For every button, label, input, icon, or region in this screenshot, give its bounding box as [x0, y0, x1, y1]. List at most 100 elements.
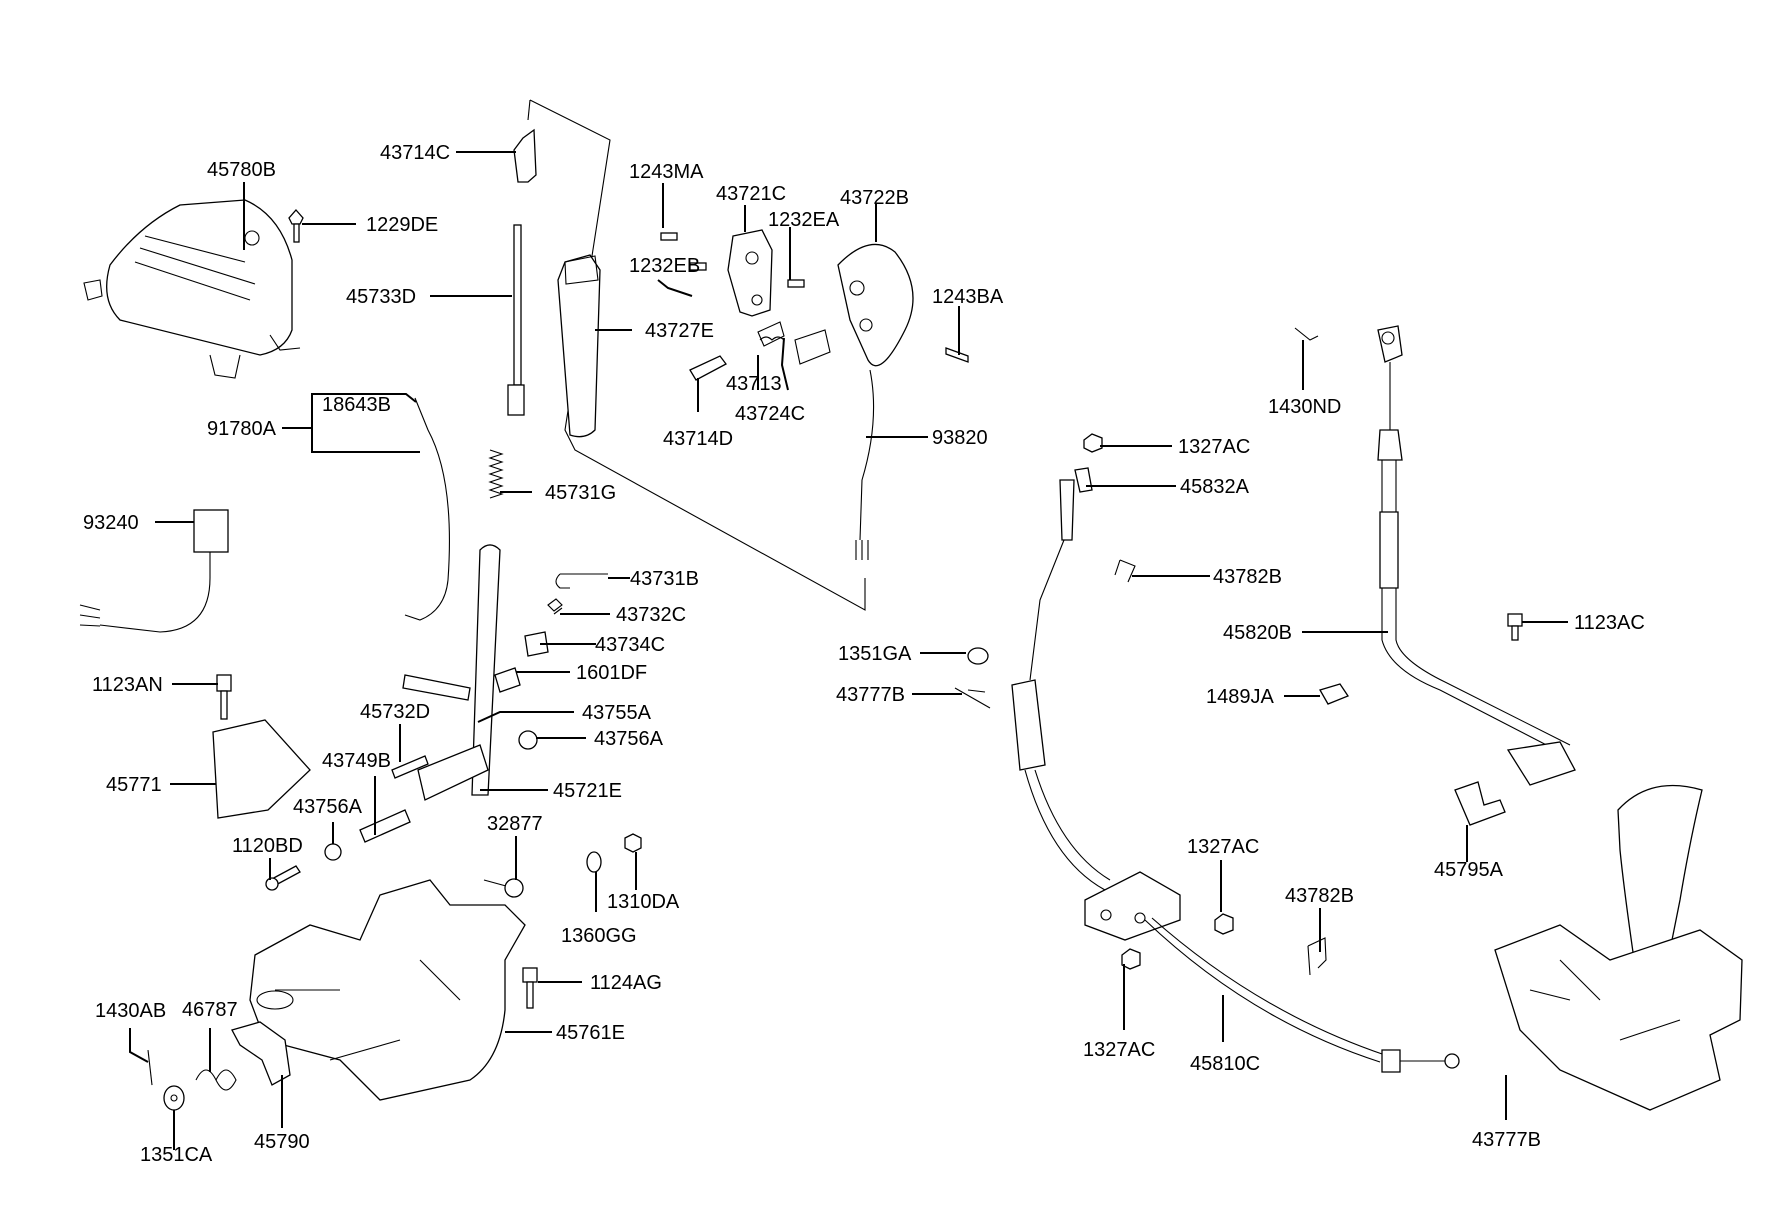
- lever-45721e-part: [402, 544, 501, 801]
- base-45761e-part: [249, 879, 526, 1101]
- bottom-left-small-parts: [147, 1021, 291, 1111]
- callout-label[interactable]: 43756A: [594, 728, 664, 750]
- callout-label[interactable]: 1351GA: [838, 643, 912, 665]
- callout-label[interactable]: 43732C: [616, 604, 686, 626]
- callout-label[interactable]: 45810C: [1190, 1053, 1260, 1075]
- callout-label[interactable]: 43734C: [595, 634, 665, 656]
- callout-label[interactable]: 1232EA: [768, 209, 840, 231]
- callout-label[interactable]: 1124AG: [590, 972, 662, 994]
- callout-label[interactable]: 45790: [254, 1131, 310, 1153]
- callout-label[interactable]: 1430AB: [95, 1000, 166, 1022]
- callout-label[interactable]: 43721C: [716, 183, 786, 205]
- callout-label[interactable]: 1243BA: [932, 286, 1004, 308]
- callout-label[interactable]: 1123AC: [1574, 612, 1645, 634]
- callout-label[interactable]: 43749B: [322, 750, 391, 772]
- callout-label[interactable]: 1120BD: [232, 835, 303, 857]
- callout-label[interactable]: 1327AC: [1083, 1039, 1155, 1061]
- callout-label[interactable]: 43782B: [1213, 566, 1282, 588]
- bolt-1123an-part: [216, 674, 232, 720]
- callout-label[interactable]: 43714D: [663, 428, 733, 450]
- callout-label[interactable]: 45832A: [1180, 476, 1250, 498]
- nut-1327ac-top-part: [1083, 433, 1103, 453]
- part-32877: [483, 878, 524, 898]
- bracket-45795a-part: [1454, 781, 1506, 826]
- lever-small-parts: [324, 573, 608, 861]
- rod-45733d-part: [507, 224, 525, 416]
- harness-93820-part: [855, 369, 875, 560]
- callout-label[interactable]: 43782B: [1285, 885, 1354, 907]
- nut-1327ac-mid-part: [1214, 913, 1234, 935]
- console-cover-part: [83, 199, 301, 379]
- knob-43722b-part: [837, 243, 914, 367]
- sleeve-43727e-part: [557, 254, 601, 438]
- callout-label[interactable]: 93820: [932, 427, 988, 449]
- screw-1243ba-part: [945, 347, 969, 363]
- nut-1351ga-part: [967, 647, 989, 665]
- callout-label[interactable]: 43713: [726, 373, 782, 395]
- callout-label[interactable]: 45795A: [1434, 859, 1504, 881]
- callout-label[interactable]: 93240: [83, 512, 139, 534]
- callout-label[interactable]: 1123AN: [92, 674, 163, 696]
- callout-label[interactable]: 1229DE: [366, 214, 438, 236]
- callout-label[interactable]: 1243MA: [629, 161, 704, 183]
- clip-43782b-lower-part: [1307, 937, 1327, 976]
- bolt-1124ag-part: [522, 967, 538, 1009]
- nut-1327ac-bottom-part: [1121, 948, 1141, 970]
- cable-45820b-part: [1377, 325, 1576, 786]
- callout-label[interactable]: 45771: [106, 774, 162, 796]
- callout-label[interactable]: 43777B: [1472, 1129, 1541, 1151]
- callout-label[interactable]: 1351CA: [140, 1144, 213, 1166]
- callout-label[interactable]: 1327AC: [1187, 836, 1259, 858]
- nut-1310da-part: [624, 833, 642, 853]
- clip-1489ja-part: [1319, 683, 1349, 705]
- callout-label[interactable]: 1360GG: [561, 925, 637, 947]
- clip-1229de-part: [288, 209, 304, 243]
- callout-label[interactable]: 43755A: [582, 702, 652, 724]
- callout-label[interactable]: 1601DF: [576, 662, 647, 684]
- clip-43777b-part: [954, 687, 991, 709]
- callout-label[interactable]: 18643B: [322, 394, 391, 416]
- knob-internals-part: [689, 321, 831, 381]
- callout-label[interactable]: 1232EB: [629, 255, 700, 277]
- assembly-guide-lines: [527, 99, 866, 611]
- callout-label[interactable]: 1327AC: [1178, 436, 1250, 458]
- callout-label[interactable]: 45733D: [346, 286, 416, 308]
- plate-43721c-part: [727, 229, 773, 317]
- callout-label[interactable]: 43727E: [645, 320, 714, 342]
- callout-label[interactable]: 43714C: [380, 142, 450, 164]
- callout-label[interactable]: 1310DA: [607, 891, 680, 913]
- callout-label[interactable]: 43724C: [735, 403, 805, 425]
- spring-45731g-part: [488, 449, 504, 499]
- callout-label[interactable]: 45732D: [360, 701, 430, 723]
- callout-label[interactable]: 46787: [182, 999, 238, 1021]
- callout-label[interactable]: 45731G: [545, 482, 616, 504]
- screws-group-part: [660, 232, 805, 288]
- clip-43782b-part: [1114, 559, 1136, 583]
- callout-label[interactable]: 45820B: [1223, 622, 1292, 644]
- bolt-1123ac-part: [1507, 613, 1523, 641]
- bracket-45771-part: [212, 719, 311, 819]
- part-shapes: [79, 99, 1743, 1111]
- callout-label[interactable]: 43731B: [630, 568, 699, 590]
- callout-label[interactable]: 1489JA: [1206, 686, 1274, 708]
- callout-label[interactable]: 43777B: [836, 684, 905, 706]
- callout-label[interactable]: 45721E: [553, 780, 622, 802]
- washer-1360gg-part: [586, 851, 602, 873]
- cap-43714c-part: [513, 128, 537, 183]
- callout-label[interactable]: 43722B: [840, 187, 909, 209]
- callout-label[interactable]: 91780A: [207, 418, 277, 440]
- pin-45832a-part: [1074, 467, 1093, 493]
- cable-45810c-part: [1011, 479, 1460, 1073]
- clip-1430nd-part: [1294, 327, 1319, 341]
- leader-lines: [129, 151, 1568, 1150]
- callout-label[interactable]: 1430ND: [1268, 396, 1341, 418]
- switch-93240-part: [79, 509, 229, 633]
- callout-label[interactable]: 32877: [487, 813, 543, 835]
- callout-label[interactable]: 45780B: [207, 159, 276, 181]
- callout-label[interactable]: 43756A: [293, 796, 363, 818]
- harness-91780a-part: [404, 397, 450, 621]
- shifter-assembly-part: [1494, 784, 1743, 1111]
- callout-label[interactable]: 45761E: [556, 1022, 625, 1044]
- callout-labels: 45780B 1229DE 43714C 45733D 43727E 1243M…: [83, 142, 1645, 1166]
